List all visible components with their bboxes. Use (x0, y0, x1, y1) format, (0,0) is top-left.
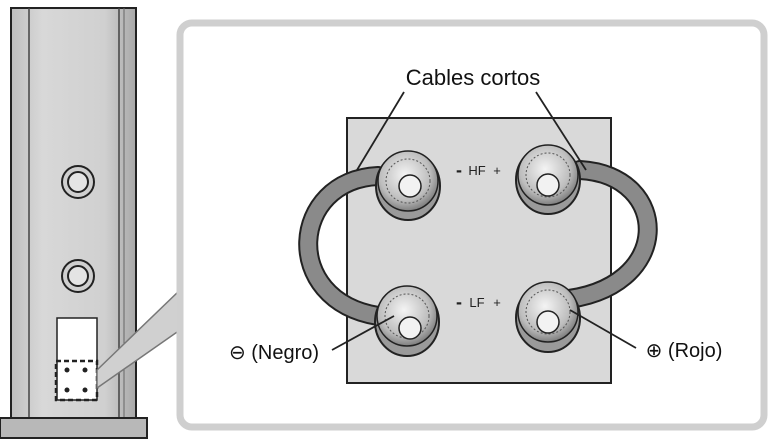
binding-post-hf-positive (515, 144, 581, 215)
speaker-port-upper (61, 165, 95, 199)
short-cable-left (298, 166, 388, 326)
speaker-base (0, 417, 148, 439)
short-cables-label: Cables cortos (406, 65, 541, 90)
lf-label: LF (469, 295, 484, 310)
lf-minus-label: - (456, 292, 462, 312)
hf-label: HF (468, 163, 485, 178)
leader-line-positive (569, 309, 637, 349)
binding-post-hf-negative (375, 150, 441, 221)
lf-plus-label: + (493, 295, 501, 310)
binding-post-lf-positive (515, 281, 581, 353)
hf-minus-label: - (456, 160, 462, 180)
binding-post-lf-negative (374, 285, 440, 357)
hf-plus-label: + (493, 163, 501, 178)
speaker-terminal-plate (54, 317, 99, 402)
negative-black-label: ⊖ (Negro) (229, 342, 319, 364)
leader-line-cable-right (535, 91, 587, 171)
leader-line-negative (331, 315, 395, 351)
leader-line-cable-left (356, 91, 405, 171)
speaker-port-lower (61, 259, 95, 293)
short-cable-right (550, 160, 658, 310)
positive-red-label: ⊕ (Rojo) (646, 340, 723, 362)
